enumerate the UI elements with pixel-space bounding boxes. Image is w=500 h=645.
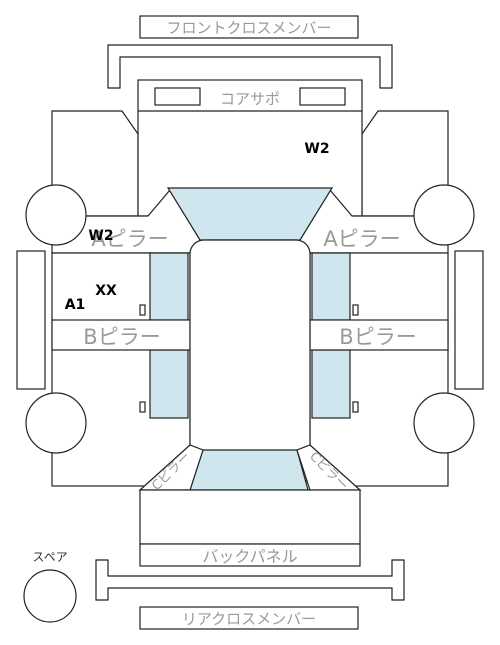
front-cross-member-box[interactable] bbox=[139, 15, 359, 39]
marker-xx-left-front-door: XX bbox=[95, 283, 117, 299]
right-rear-window[interactable] bbox=[311, 349, 351, 419]
left-rear-window[interactable] bbox=[149, 349, 189, 419]
left-b-pillar-label: Bピラー bbox=[83, 325, 160, 349]
core-support-label: コアサポ bbox=[220, 90, 280, 108]
left-front-wheel[interactable] bbox=[25, 184, 87, 246]
rear-cross-member-box[interactable] bbox=[139, 606, 359, 630]
right-rear-door-handle bbox=[352, 401, 359, 413]
marker-w2-left-a-pillar: W2 bbox=[88, 228, 113, 244]
right-front-door-handle bbox=[352, 304, 359, 316]
rear-cross-member-label: リアクロスメンバー bbox=[182, 610, 316, 628]
spare-tire[interactable] bbox=[23, 569, 77, 623]
marker-w2-hood: W2 bbox=[304, 141, 329, 157]
right-headlight[interactable] bbox=[299, 87, 346, 106]
front-cross-member-label: フロントクロスメンバー bbox=[166, 19, 331, 37]
right-front-wheel[interactable] bbox=[413, 184, 475, 246]
left-rear-door-handle bbox=[139, 401, 146, 413]
left-front-door-handle bbox=[139, 304, 146, 316]
back-panel-label: バックパネル bbox=[202, 547, 297, 566]
spare-label: スペア bbox=[32, 550, 67, 564]
rear-window[interactable] bbox=[189, 449, 309, 491]
marker-a1-left-front-door: A1 bbox=[65, 297, 86, 313]
left-side-step[interactable] bbox=[16, 250, 46, 390]
left-rear-wheel[interactable] bbox=[25, 392, 87, 454]
right-side-step[interactable] bbox=[454, 250, 484, 390]
right-b-pillar-label: Bピラー bbox=[339, 325, 416, 349]
left-front-window[interactable] bbox=[149, 252, 189, 321]
right-a-pillar-label: Aピラー bbox=[323, 227, 400, 251]
left-headlight[interactable] bbox=[154, 87, 201, 106]
back-panel-box[interactable] bbox=[139, 543, 361, 567]
left-a-pillar-label: Aピラー bbox=[91, 227, 168, 251]
front-bumper-bracket[interactable] bbox=[107, 44, 393, 89]
right-front-window[interactable] bbox=[311, 252, 351, 321]
rear-bumper-bracket[interactable] bbox=[95, 559, 405, 601]
trunk-lid[interactable] bbox=[139, 489, 361, 545]
roof-panel[interactable] bbox=[189, 239, 311, 487]
right-rear-wheel[interactable] bbox=[413, 392, 475, 454]
